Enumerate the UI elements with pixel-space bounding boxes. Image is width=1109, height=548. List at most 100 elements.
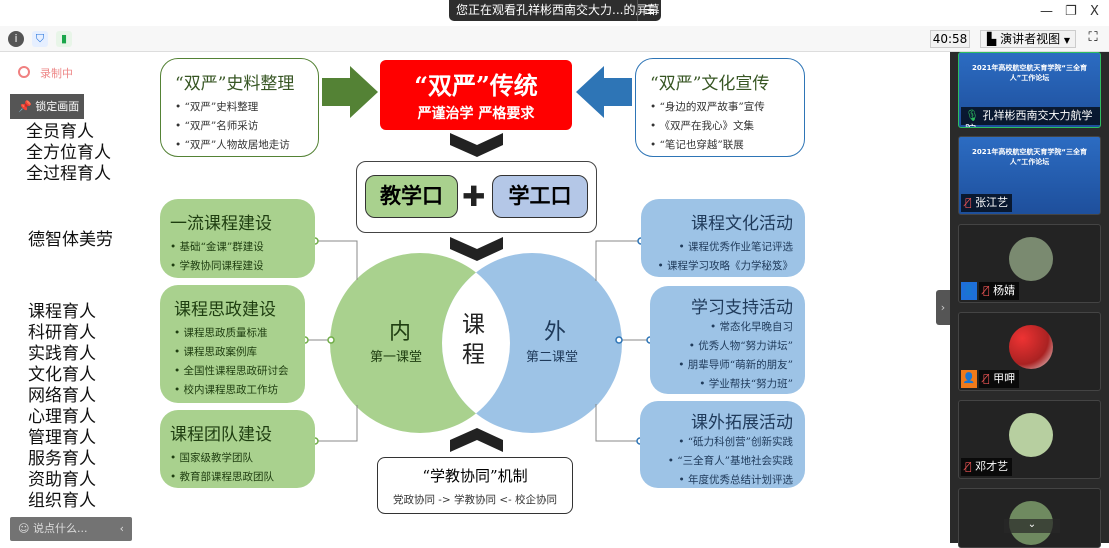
work-label: 学工口 bbox=[492, 175, 588, 218]
list-item: 课程思政质量标准 bbox=[174, 324, 295, 343]
tradition-box: “双严”传统 严谨治学 严格要求 bbox=[380, 60, 572, 130]
mic-muted-icon: 🎙̸ bbox=[983, 284, 990, 297]
left-text: 组织育人 bbox=[28, 491, 96, 511]
chat-placeholder: 说点什么... bbox=[32, 522, 88, 535]
video-banner: 2021年高校航空航天育学院“三全育人”工作论坛 bbox=[971, 148, 1088, 166]
user-icon: 👤 bbox=[961, 370, 977, 388]
green-box: 课程思政建设 课程思政质量标准课程思政案例库全国性课程思政研讨会校内课程思政工作… bbox=[160, 285, 305, 403]
lock-screen-button[interactable]: 📌 锁定画面 bbox=[10, 94, 84, 119]
culture-box: “双严”文化宣传 “身边的双严故事”宣传《双严在我心》文集“笔记也穿越”联展 bbox=[635, 58, 805, 157]
tradition-title: “双严”传统 bbox=[414, 71, 538, 100]
list-item: “笔记也穿越”联展 bbox=[650, 136, 790, 155]
menu-icon[interactable]: ☰ bbox=[637, 0, 661, 21]
list-item: 学教协同课程建设 bbox=[170, 257, 305, 276]
toolbar bbox=[0, 26, 1109, 52]
box-title: 课程团队建设 bbox=[170, 425, 272, 445]
scroll-down-icon[interactable]: ⌄ bbox=[1004, 519, 1060, 533]
left-group3: 课程育人 科研育人 实践育人 文化育人 网络育人 心理育人 管理育人 服务育人 … bbox=[28, 302, 96, 512]
left-text: 全方位育人 bbox=[26, 143, 111, 163]
box-title: “双严”史料整理 bbox=[175, 74, 295, 94]
mechanism-box: “学教协同”机制 党政协同 -> 学教协同 <- 校企协同 bbox=[377, 457, 573, 514]
list-item: 基础“金课”群建设 bbox=[170, 238, 305, 257]
view-mode-label: 演讲者视图 bbox=[1000, 32, 1061, 46]
collapse-chat-icon[interactable]: ‹ bbox=[119, 522, 124, 535]
list-item: 课程思政案例库 bbox=[174, 343, 295, 362]
green-arrow-right bbox=[322, 66, 378, 118]
meeting-timer: 40:58 bbox=[930, 30, 970, 48]
left-text: 全员育人 bbox=[26, 122, 94, 142]
chevron-down-icon: ▼ bbox=[1063, 36, 1071, 45]
green-box: 一流课程建设 基础“金课”群建设学教协同课程建设 bbox=[160, 199, 315, 278]
list-item: “身边的双严故事”宣传 bbox=[650, 98, 790, 117]
close-button[interactable]: X bbox=[1090, 4, 1099, 19]
mic-muted-icon: 🎙̸ bbox=[965, 460, 972, 473]
record-icon bbox=[18, 66, 30, 78]
list-item: 《双严在我心》文集 bbox=[650, 117, 790, 136]
green-box: 课程团队建设 国家级教学团队教育部课程思政团队 bbox=[160, 410, 315, 488]
minimize-button[interactable]: — bbox=[1040, 4, 1053, 19]
mic-on-icon: 🎙 bbox=[965, 109, 979, 122]
center-label: 课程 bbox=[462, 312, 485, 368]
box-title: 课外拓展活动 bbox=[691, 413, 793, 433]
left-text: 资助育人 bbox=[28, 470, 96, 490]
participant-name: 甲呷 bbox=[993, 372, 1016, 385]
teach-label: 教学口 bbox=[365, 175, 458, 218]
chat-input[interactable]: ☺ 说点什么... ‹ bbox=[10, 517, 132, 541]
participant-name: 杨婧 bbox=[993, 284, 1016, 297]
participant-tile[interactable]: 🎙̸ 邓才艺 bbox=[958, 400, 1101, 479]
center-lens bbox=[442, 253, 510, 433]
view-mode-select[interactable]: ▙ 演讲者视图 ▼ bbox=[980, 30, 1076, 48]
list-item: “砥力科创营”创新实践 bbox=[652, 433, 793, 452]
left-text: 网络育人 bbox=[28, 386, 96, 406]
layout-icon: ▙ bbox=[987, 32, 997, 46]
avatar bbox=[1009, 325, 1053, 369]
inner-sub: 第一课堂 bbox=[370, 350, 423, 365]
list-item: 教育部课程思政团队 bbox=[170, 468, 305, 487]
left-text: 文化育人 bbox=[28, 365, 96, 385]
participant-name: 张江艺 bbox=[975, 196, 1009, 209]
outer-title: 外 bbox=[544, 320, 567, 345]
teach-work-box bbox=[356, 161, 597, 233]
inner-title: 内 bbox=[389, 320, 412, 345]
participant-tile[interactable]: ⌄ bbox=[958, 488, 1101, 548]
shield-icon[interactable]: ⛉ bbox=[32, 31, 48, 47]
participant-tile[interactable]: 👤 🎙̸ 甲呷 bbox=[958, 312, 1101, 391]
left-text: 科研育人 bbox=[28, 323, 96, 343]
list-item: 优秀人物“努力讲坛” bbox=[662, 337, 793, 356]
mic-muted-icon: 🎙̸ bbox=[965, 196, 972, 209]
blue-box: 课程文化活动 课程优秀作业笔记评选课程学习攻略《力学秘笈》 bbox=[641, 199, 805, 277]
participant-tile[interactable]: 👤 🎙̸ 杨婧 bbox=[958, 224, 1101, 303]
left-text: 课程育人 bbox=[28, 302, 96, 322]
mic-muted-icon: 🎙̸ bbox=[983, 372, 990, 385]
participant-tile[interactable]: 2021年高校航空航天育学院“三全育人”工作论坛 🎙 孔祥彬西南交大力航学院 bbox=[958, 52, 1101, 128]
video-banner: 2021年高校航空航天育学院“三全育人”工作论坛 bbox=[971, 64, 1088, 82]
left-text: 德智体美劳 bbox=[28, 230, 113, 250]
participant-name: 邓才艺 bbox=[975, 460, 1009, 473]
box-title: 一流课程建设 bbox=[170, 214, 272, 234]
list-item: 校内课程思政工作坊 bbox=[174, 381, 295, 400]
restore-button[interactable]: ❐ bbox=[1065, 4, 1077, 19]
left-text: 管理育人 bbox=[28, 428, 96, 448]
blue-arrow-left bbox=[576, 66, 632, 118]
left-text: 心理育人 bbox=[28, 407, 96, 427]
plus-icon: ✚ bbox=[462, 180, 486, 213]
emoji-icon[interactable]: ☺ bbox=[18, 522, 30, 535]
info-icon[interactable]: i bbox=[8, 31, 24, 47]
collapse-panel-handle[interactable]: › bbox=[936, 290, 950, 325]
list-item: 国家级教学团队 bbox=[170, 449, 305, 468]
list-item: “双严”史料整理 bbox=[175, 98, 304, 117]
avatar bbox=[1009, 237, 1053, 281]
signal-icon[interactable]: ▮ bbox=[56, 31, 72, 47]
user-icon: 👤 bbox=[961, 282, 977, 300]
list-item: “三全育人”基地社会实践 bbox=[652, 452, 793, 471]
list-item: “双严”人物故居地走访 bbox=[175, 136, 304, 155]
list-item: 课程优秀作业笔记评选 bbox=[653, 238, 793, 257]
participant-tile[interactable]: 2021年高校航空航天育学院“三全育人”工作论坛 🎙̸ 张江艺 bbox=[958, 136, 1101, 215]
avatar bbox=[1009, 413, 1053, 457]
fullscreen-icon[interactable]: ⛶ bbox=[1088, 30, 1098, 45]
blue-box: 学习支持活动 常态化早晚自习优秀人物“努力讲坛”朋辈导师“萌新的朋友”学业帮扶“… bbox=[650, 286, 805, 394]
list-item: 年度优秀总结计划评选 bbox=[652, 471, 793, 490]
history-box: “双严”史料整理 “双严”史料整理“双严”名师采访“双严”人物故居地走访 bbox=[160, 58, 319, 157]
chevron-up-icon bbox=[450, 428, 503, 452]
list-item: 朋辈导师“萌新的朋友” bbox=[662, 356, 793, 375]
